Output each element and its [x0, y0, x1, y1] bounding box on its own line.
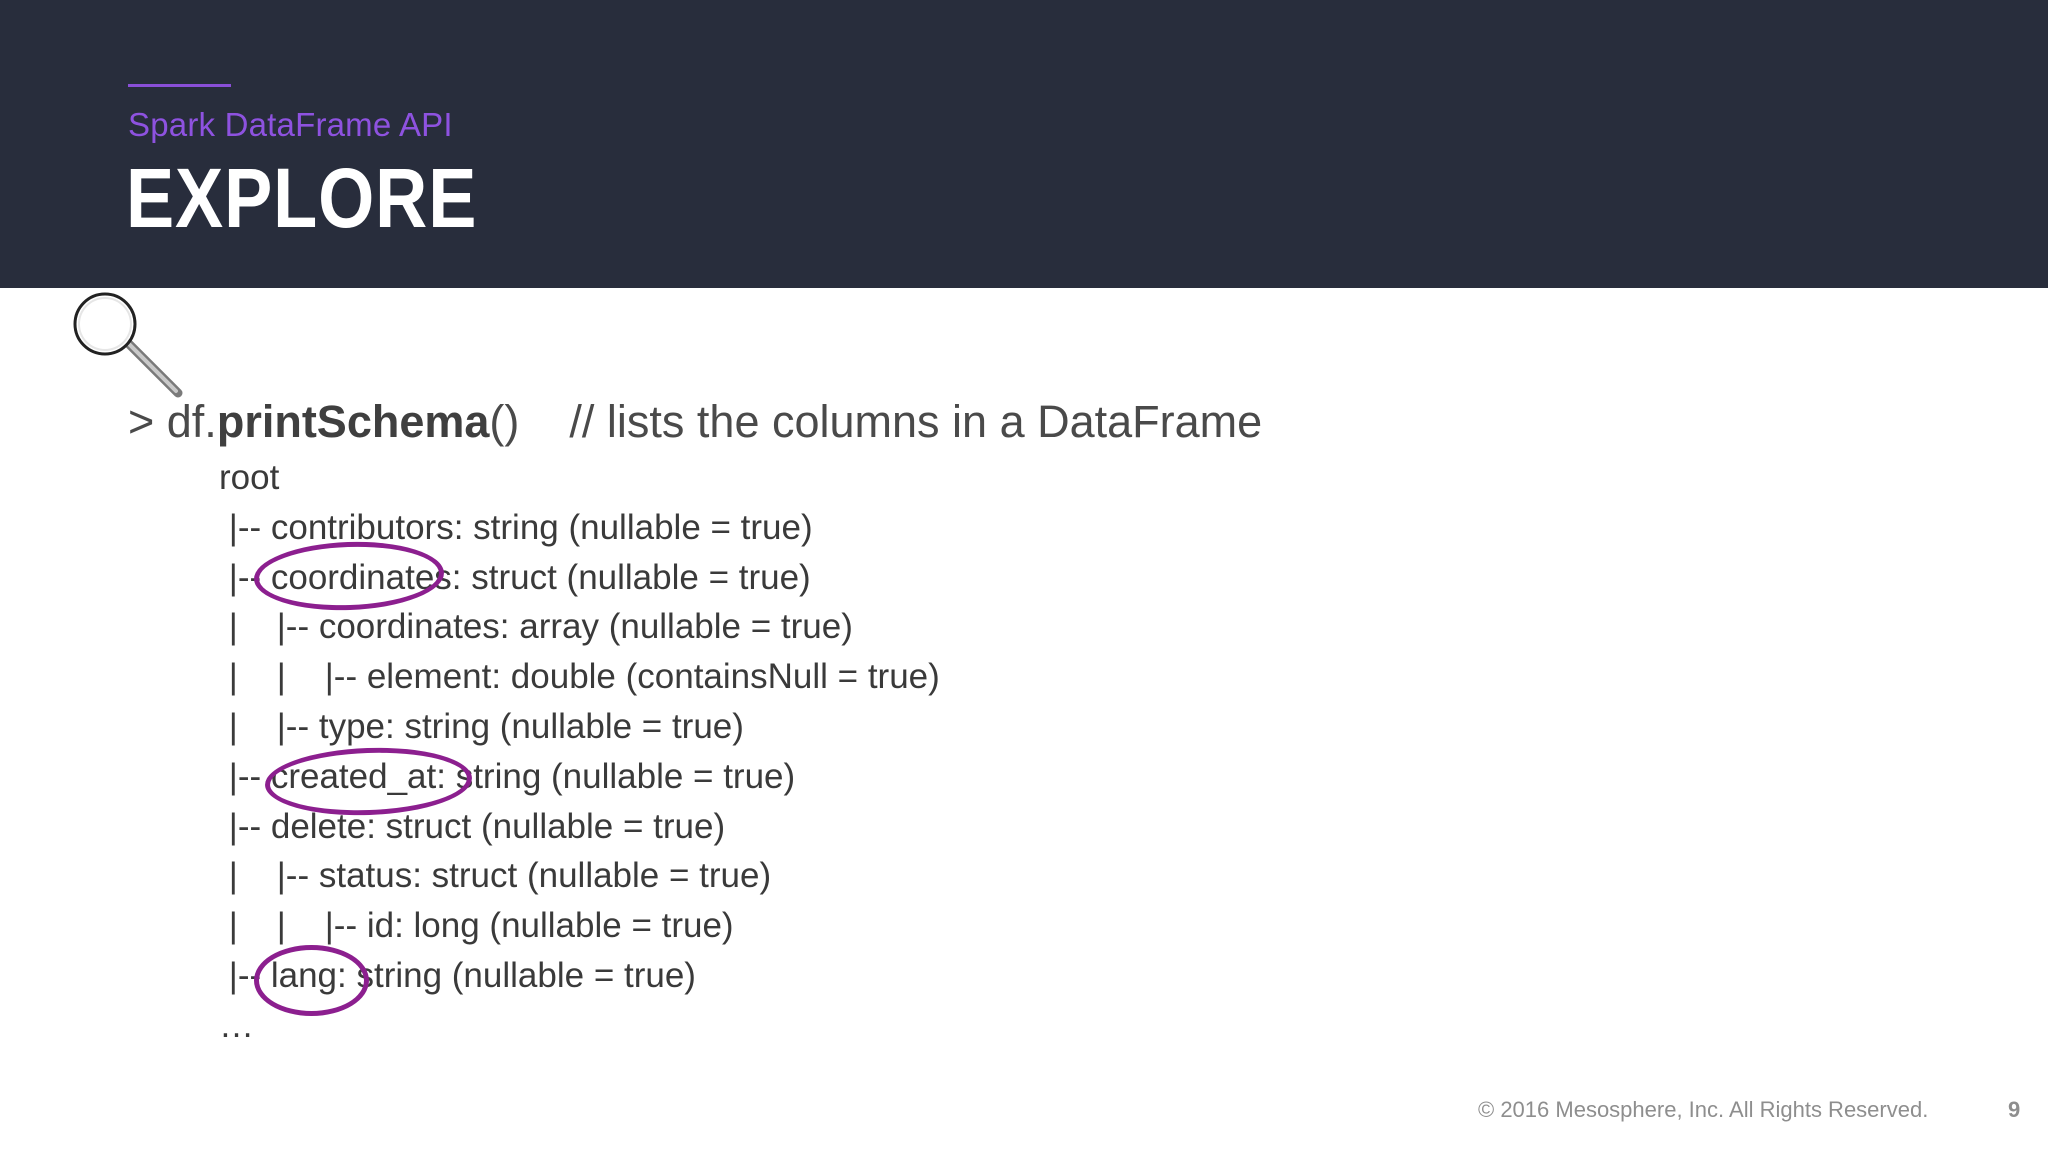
page-number: 9	[2008, 1097, 2021, 1122]
schema-line: | |-- coordinates: array (nullable = tru…	[219, 607, 853, 646]
schema-line: |-- created_at: string (nullable = true)	[219, 757, 796, 796]
accent-line	[128, 84, 231, 87]
schema-line: | |-- type: string (nullable = true)	[219, 707, 744, 746]
schema-line: | |-- status: struct (nullable = true)	[219, 856, 772, 895]
schema-line: | | |-- id: long (nullable = true)	[219, 906, 734, 945]
command-comment: // lists the columns in a DataFrame	[569, 396, 1263, 447]
schema-line: |-- delete: struct (nullable = true)	[219, 807, 726, 846]
schema-line: |-- coordinates: struct (nullable = true…	[219, 558, 811, 597]
schema-ellipsis: …	[219, 1006, 254, 1045]
print-schema-command: > df.printSchema() // lists the columns …	[128, 396, 1262, 448]
command-method: printSchema	[216, 396, 490, 447]
copyright-footer: © 2016 Mesosphere, Inc. All Rights Reser…	[1478, 1097, 1929, 1122]
slide-title: EXPLORE	[126, 151, 478, 245]
slide-subtitle: Spark DataFrame API	[128, 106, 453, 143]
slide-header: Spark DataFrame API EXPLORE	[0, 0, 2048, 288]
schema-root: root	[219, 458, 280, 497]
highlight-circle-coordinates	[252, 538, 446, 614]
command-prompt: > df.	[128, 396, 217, 447]
schema-line: | | |-- element: double (containsNull = …	[219, 657, 940, 696]
highlight-circle-lang	[254, 945, 369, 1016]
schema-line: |-- contributors: string (nullable = tru…	[219, 508, 813, 547]
command-parens: ()	[489, 396, 520, 447]
magnifying-glass-icon	[73, 292, 183, 398]
